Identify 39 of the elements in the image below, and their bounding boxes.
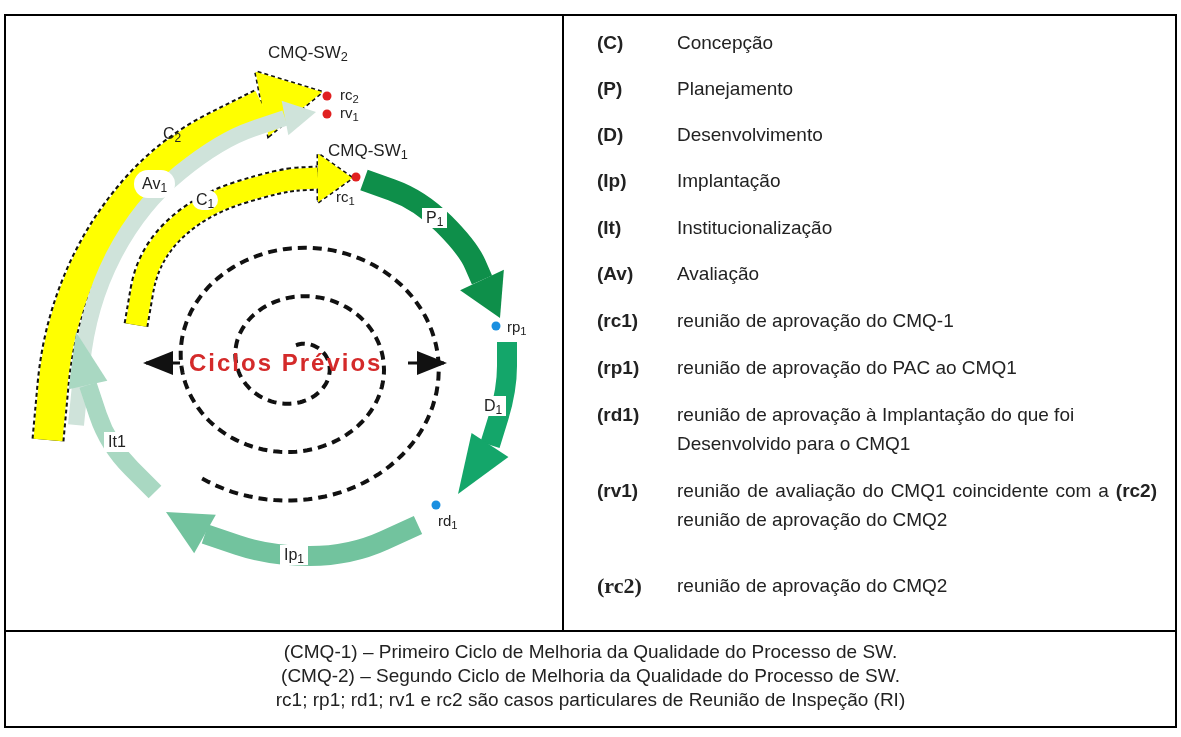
spiral-title: Ciclos Prévios (189, 348, 383, 378)
footnote: (CMQ-1) – Primeiro Ciclo de Melhoria da Qualidade do Processo de SW. (283, 640, 898, 664)
term: (rv1) (597, 479, 640, 503)
term: (Av) (597, 262, 635, 286)
definition: reunião de aprovação do PAC ao CMQ1 (677, 356, 1018, 380)
term: (It) (597, 216, 623, 240)
definition: Avaliação (677, 262, 761, 286)
footnote: rc1; rp1; rd1; rv1 e rc2 são casos particulares de Reunião de Inspeção (RI) (275, 688, 906, 712)
definition: Institucionalização (677, 216, 834, 240)
definition: Implantação (677, 169, 782, 193)
phase-label: C$_{2}$ (163, 124, 182, 144)
phase-label: P$_{1}$ (422, 208, 448, 228)
term: (Ip) (597, 169, 628, 193)
meeting-label: rd$_{1}$ (438, 512, 458, 531)
meeting-label: rv$_{1}$ (340, 104, 359, 123)
meeting-label: rc$_{1}$ (336, 188, 355, 207)
meeting-label: rc$_{2}$ (340, 86, 359, 105)
definition: Planejamento (677, 77, 795, 101)
phase-label: Ip$_{1}$ (280, 545, 309, 565)
phase-label: C$_{1}$ (192, 190, 219, 210)
phase-label: Av$_{1}$ (134, 170, 176, 198)
definition: Concepção (677, 31, 775, 55)
definition: reunião de aprovação à Implantação do que foi Desenvolvido para o CMQ1 (677, 403, 1076, 456)
meeting-label: rp$_{1}$ (507, 318, 527, 337)
term: (D) (597, 123, 625, 147)
cycle-label: CMQ-SW$_{2}$ (268, 42, 348, 64)
footnote: (CMQ-2) – Segundo Ciclo de Melhoria da Qualidade do Processo de SW. (281, 664, 900, 688)
cycle-label: CMQ-SW$_{1}$ (328, 140, 408, 162)
term: (C) (597, 31, 625, 55)
term: (rp1) (597, 356, 641, 380)
definition: Desenvolvimento (677, 123, 824, 147)
phase-label: It1 (104, 432, 130, 452)
term: (P) (597, 77, 624, 101)
term: (rc2) (597, 572, 643, 600)
definition: reunião de avaliação do CMQ1 coincidente com a (rc2) reunião de aprovação do CMQ2 (677, 479, 1157, 532)
definition: reunião de aprovação do CMQ2 (677, 574, 949, 598)
term: (rd1) (597, 403, 641, 427)
definition: reunião de aprovação do CMQ-1 (677, 309, 955, 333)
term: (rc1) (597, 309, 640, 333)
